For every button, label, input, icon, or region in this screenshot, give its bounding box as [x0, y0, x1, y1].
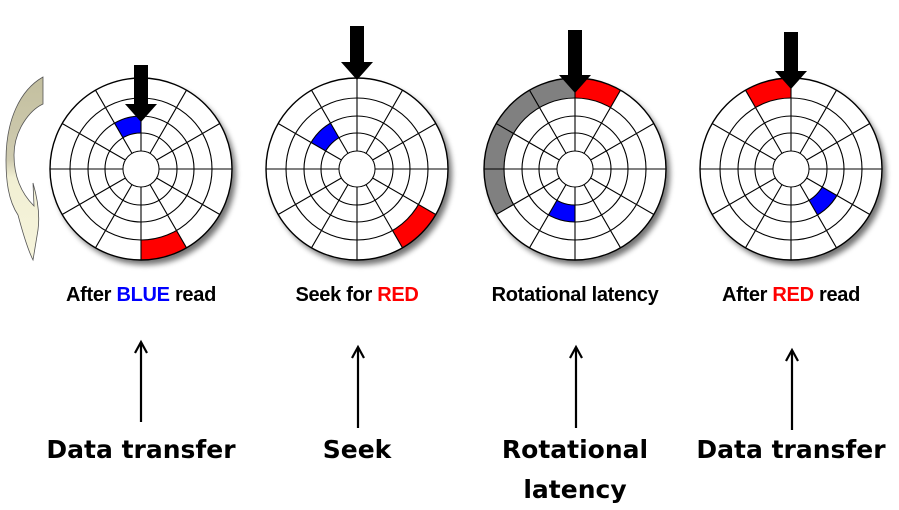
panel-caption: Seek for RED: [295, 284, 418, 307]
sector-boundary: [711, 123, 776, 161]
caption-part: RED: [377, 284, 419, 306]
rotation-arrow-icon: [5, 76, 44, 262]
phase-label: Data transfer: [46, 430, 235, 470]
sector-boundary: [529, 89, 567, 154]
caption-part: RED: [772, 284, 814, 306]
sector-boundary: [745, 89, 783, 154]
track-circle: [521, 115, 629, 223]
track-circle: [719, 97, 863, 241]
sector-boundary: [799, 89, 837, 154]
sector-boundary: [156, 177, 221, 215]
sector-boundary: [61, 177, 126, 215]
track-circle: [754, 132, 828, 206]
panel-seek-for-red: [265, 26, 449, 428]
phase-label-line: Rotational: [501, 435, 649, 464]
spindle-circle: [338, 150, 376, 188]
sector-boundary: [61, 123, 126, 161]
sector-boundary: [95, 89, 133, 154]
read-head-arrow-icon: [341, 26, 373, 80]
sector-boundary: [529, 184, 567, 249]
caption-part: After: [66, 284, 117, 306]
sector-boundary: [372, 123, 437, 161]
phase-label-line: Seek: [322, 435, 392, 464]
spindle-circle: [772, 150, 810, 188]
caption-part: Rotational latency: [491, 284, 659, 306]
sector-boundary: [745, 184, 783, 249]
track-circle: [285, 97, 429, 241]
read-head-arrow-icon: [125, 65, 157, 122]
caption-part: read: [169, 284, 216, 306]
sector-boundary: [711, 177, 776, 215]
phase-pointer-arrowhead-icon: [569, 344, 583, 359]
phase-label: Data transfer: [696, 430, 885, 470]
sector-boundary: [590, 123, 655, 161]
blue-block: [809, 187, 837, 215]
sector-boundary: [590, 177, 655, 215]
sector-grid: [265, 77, 449, 261]
sector-boundary: [583, 89, 621, 154]
caption-part: BLUE: [116, 284, 170, 306]
sector-boundary: [365, 184, 403, 249]
sector-boundary: [806, 177, 871, 215]
sector-boundary: [365, 89, 403, 154]
red-block: [392, 204, 436, 248]
phase-label-line: Data transfer: [696, 435, 886, 464]
sector-boundary: [149, 89, 187, 154]
track-circle: [538, 132, 612, 206]
sector-boundary: [156, 123, 221, 161]
track-circle: [503, 97, 647, 241]
track-circle: [320, 132, 394, 206]
rotation-path-block: [484, 78, 575, 215]
track-circle: [737, 115, 845, 223]
panel-caption: After BLUE read: [66, 284, 216, 307]
blue-block: [114, 116, 141, 138]
read-head-arrow-icon: [559, 30, 591, 93]
spindle-circle: [122, 150, 160, 188]
phase-pointer-arrowhead-icon: [134, 339, 148, 354]
read-head-arrow-icon: [775, 32, 807, 89]
blue-block: [548, 200, 575, 222]
phase-pointer-arrowhead-icon: [785, 347, 799, 362]
spindle-circle: [556, 150, 594, 188]
panel-caption: After RED read: [722, 284, 860, 307]
panel-caption: Rotational latency: [492, 284, 659, 307]
caption-part: read: [813, 284, 861, 306]
phase-label-line: Data transfer: [46, 435, 236, 464]
sector-boundary: [311, 89, 349, 154]
sector-boundary: [277, 123, 342, 161]
panel-after-red-read: [699, 32, 883, 430]
sector-boundary: [583, 184, 621, 249]
phase-label: Rotational latency: [502, 430, 648, 510]
track-circle: [303, 115, 411, 223]
sector-boundary: [372, 177, 437, 215]
sector-boundary: [149, 184, 187, 249]
sector-boundary: [311, 184, 349, 249]
phase-label-line: latency: [523, 475, 627, 504]
sector-grid: [699, 77, 883, 261]
panel-after-blue-read: [49, 65, 233, 422]
sector-boundary: [495, 123, 560, 161]
caption-part: Seek for: [295, 284, 378, 306]
sector-boundary: [495, 177, 560, 215]
sector-boundary: [799, 184, 837, 249]
phase-pointer-arrowhead-icon: [351, 344, 365, 359]
panel-rotational-latency: [483, 30, 667, 428]
sector-boundary: [95, 184, 133, 249]
sector-boundary: [806, 123, 871, 161]
sector-boundary: [277, 177, 342, 215]
blue-block: [311, 123, 339, 151]
caption-part: After: [721, 284, 773, 306]
phase-label: Seek: [323, 430, 392, 470]
track-circle: [104, 132, 178, 206]
